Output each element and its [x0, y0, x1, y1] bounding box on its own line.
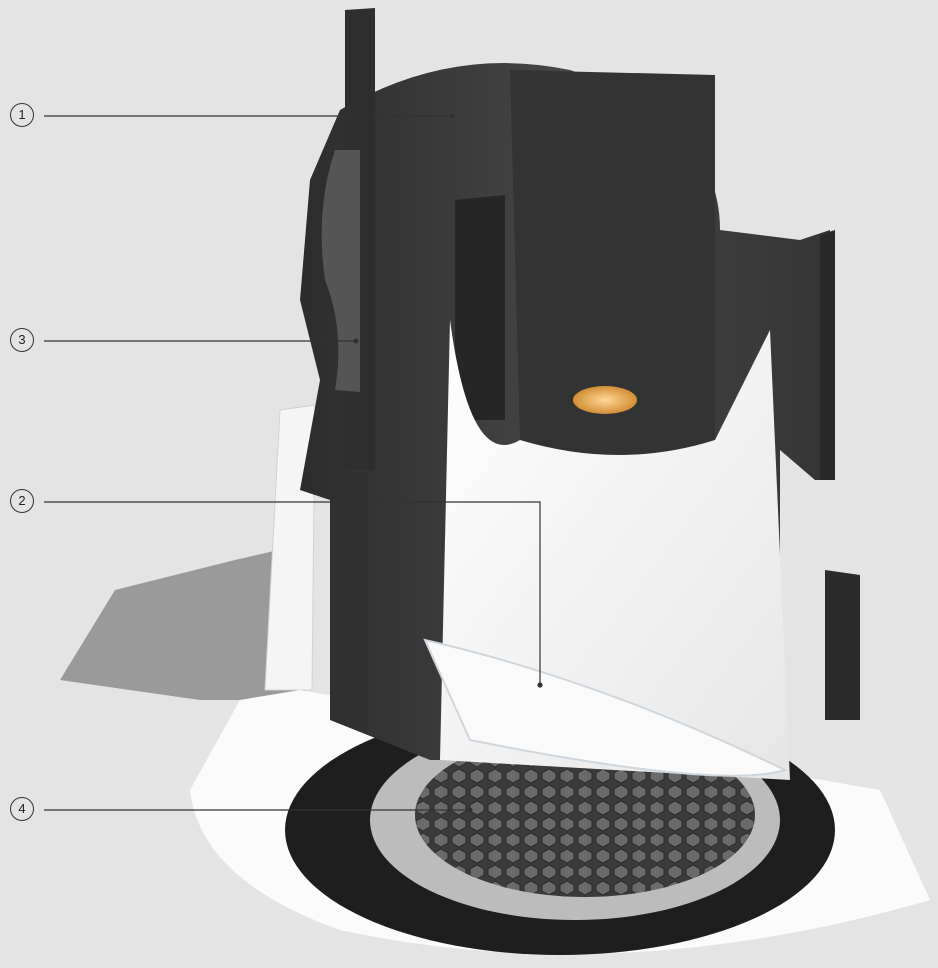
callout-3: 3 [10, 328, 34, 352]
led-chip [573, 386, 637, 414]
leader-dot-1 [450, 114, 454, 118]
callout-4: 4 [10, 797, 34, 821]
callout-1: 1 [10, 103, 34, 127]
leader-dot-3 [354, 339, 358, 343]
mounting-clip [60, 405, 315, 700]
leader-dot-2 [538, 683, 542, 687]
callout-2: 2 [10, 489, 34, 513]
leader-dot-4 [468, 808, 472, 812]
